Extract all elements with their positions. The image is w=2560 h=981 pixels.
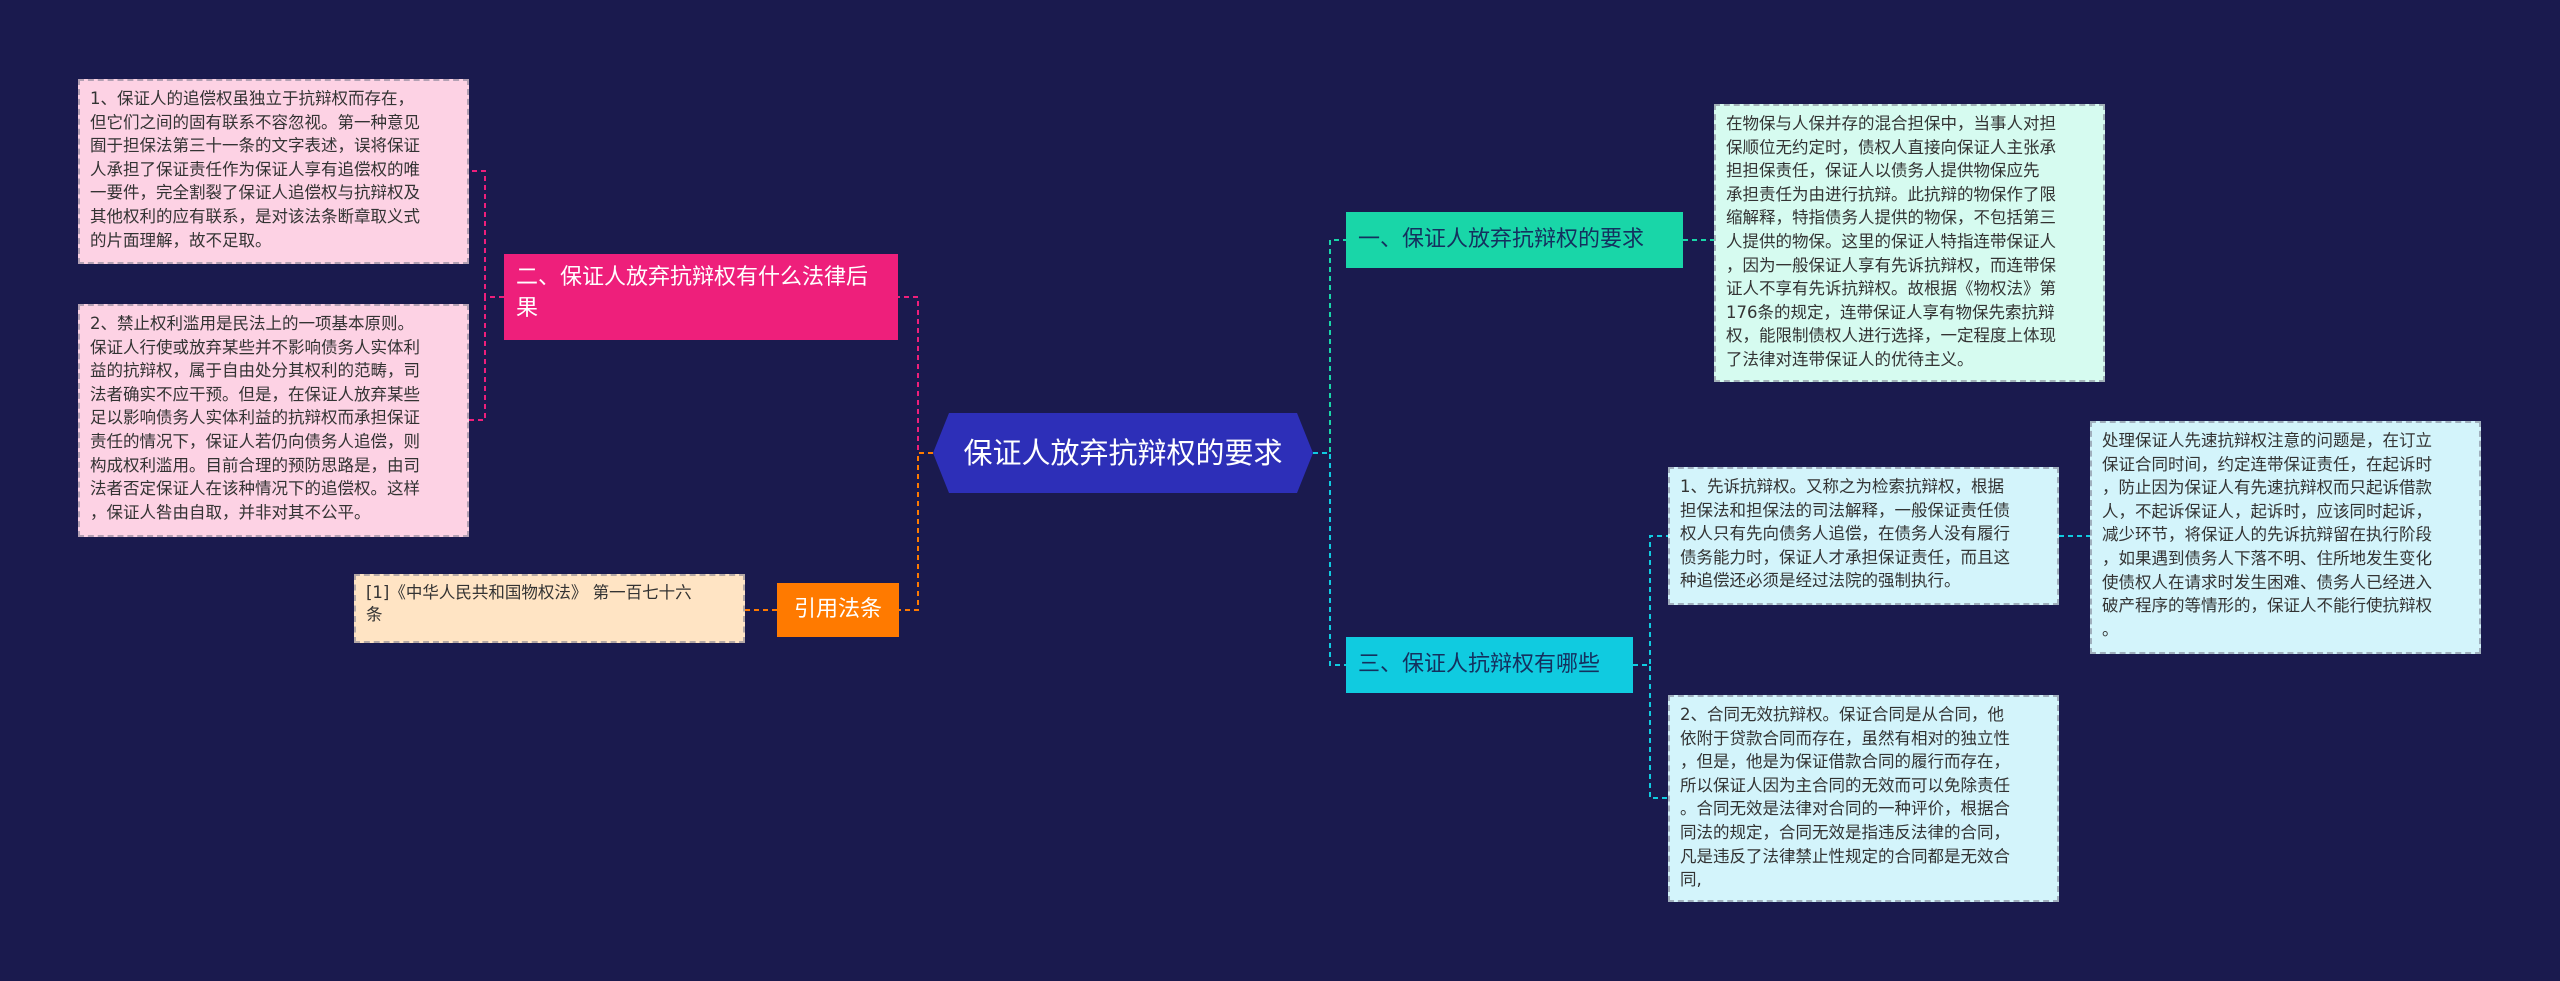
- link-center-rights: [1313, 452, 1346, 666]
- branch-defense-rights[interactable]: 三、保证人抗辩权有哪些: [1346, 637, 1633, 693]
- link-center-requirement: [1313, 239, 1346, 454]
- branch-requirement[interactable]: 一、保证人放弃抗辩权的要求: [1346, 212, 1683, 268]
- link-rights-leaf2: [1633, 664, 1668, 799]
- central-topic[interactable]: 保证人放弃抗辩权的要求: [933, 413, 1313, 493]
- link-legal-leaf1: [469, 170, 504, 298]
- leaf-citation-1[interactable]: [1]《中华人民共和国物权法》 第一百七十六 条: [354, 574, 745, 643]
- leaf-rights-1-note[interactable]: 处理保证人先速抗辩权注意的问题是，在订立 保证合同时间，约定连带保证责任，在起诉…: [2090, 421, 2481, 654]
- link-legal-leaf2: [469, 296, 504, 421]
- leaf-rights-1[interactable]: 1、先诉抗辩权。又称之为检索抗辩权，根据 担保法和担保法的司法解释，一般保证责任…: [1668, 467, 2059, 605]
- link-center-legal: [898, 296, 933, 454]
- branch-citation[interactable]: 引用法条: [777, 583, 899, 637]
- leaf-requirement-1[interactable]: 在物保与人保并存的混合担保中，当事人对担 保顺位无约定时，债权人直接向保证人主张…: [1714, 104, 2105, 382]
- leaf-consequence-2[interactable]: 2、禁止权利滥用是民法上的一项基本原则。 保证人行使或放弃某些并不影响债务人实体…: [78, 304, 469, 537]
- link-rights-leaf1: [1633, 535, 1668, 666]
- leaf-consequence-1[interactable]: 1、保证人的追偿权虽独立于抗辩权而存在， 但它们之间的固有联系不容忽视。第一种意…: [78, 79, 469, 264]
- leaf-rights-2[interactable]: 2、合同无效抗辩权。保证合同是从合同，他 依附于贷款合同而存在，虽然有相对的独立…: [1668, 695, 2059, 902]
- link-center-citation: [899, 452, 933, 611]
- branch-legal-consequence[interactable]: 二、保证人放弃抗辩权有什么法律后果: [504, 254, 898, 340]
